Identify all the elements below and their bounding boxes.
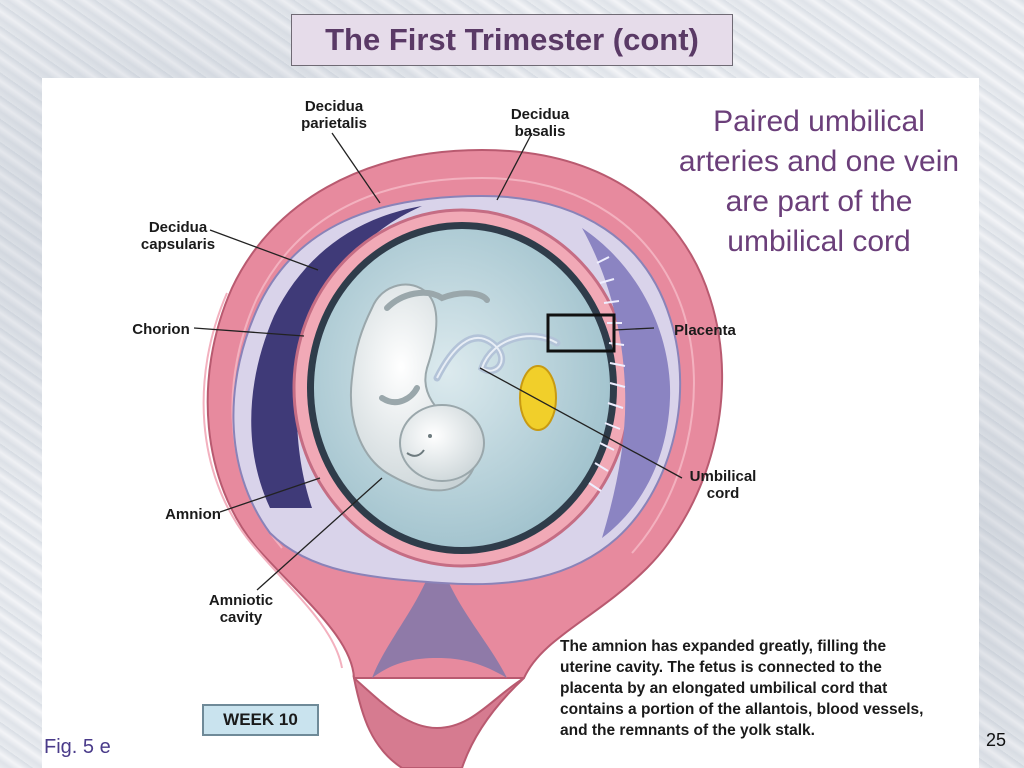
- figure-caption: The amnion has expanded greatly, filling…: [560, 638, 924, 739]
- label-decidua-parietalis: Decidua parietalis: [301, 98, 367, 132]
- label-decidua-basalis: Decidua basalis: [510, 106, 570, 140]
- figure-label: Fig. 5 e: [44, 736, 111, 758]
- side-note: Paired umbilical arteries and one vein a…: [678, 105, 960, 258]
- page-number: 25: [986, 730, 1007, 750]
- week-badge: WEEK 10: [202, 704, 319, 736]
- figure-panel: Decidua parietalis Decidua basalis Decid…: [42, 78, 979, 768]
- slide-title-box: The First Trimester (cont): [291, 14, 733, 66]
- yolk-sac: [519, 365, 557, 431]
- fetus: [350, 283, 490, 492]
- cervix: [352, 675, 525, 768]
- decidua-parietalis: [251, 206, 422, 508]
- label-umbilical-cord: Umbilical cord: [689, 468, 757, 502]
- placenta-highlight-box: [546, 313, 616, 353]
- label-amnion: Amnion: [165, 506, 221, 523]
- label-chorion: Chorion: [132, 321, 190, 338]
- label-amniotic-cavity: Amniotic cavity: [208, 592, 274, 626]
- slide-title: The First Trimester (cont): [325, 22, 699, 57]
- label-placenta: Placenta: [674, 322, 736, 339]
- embryo-diagram: [193, 132, 724, 768]
- placenta: [582, 228, 671, 538]
- label-decidua-capsularis: Decidua capsularis: [140, 219, 216, 253]
